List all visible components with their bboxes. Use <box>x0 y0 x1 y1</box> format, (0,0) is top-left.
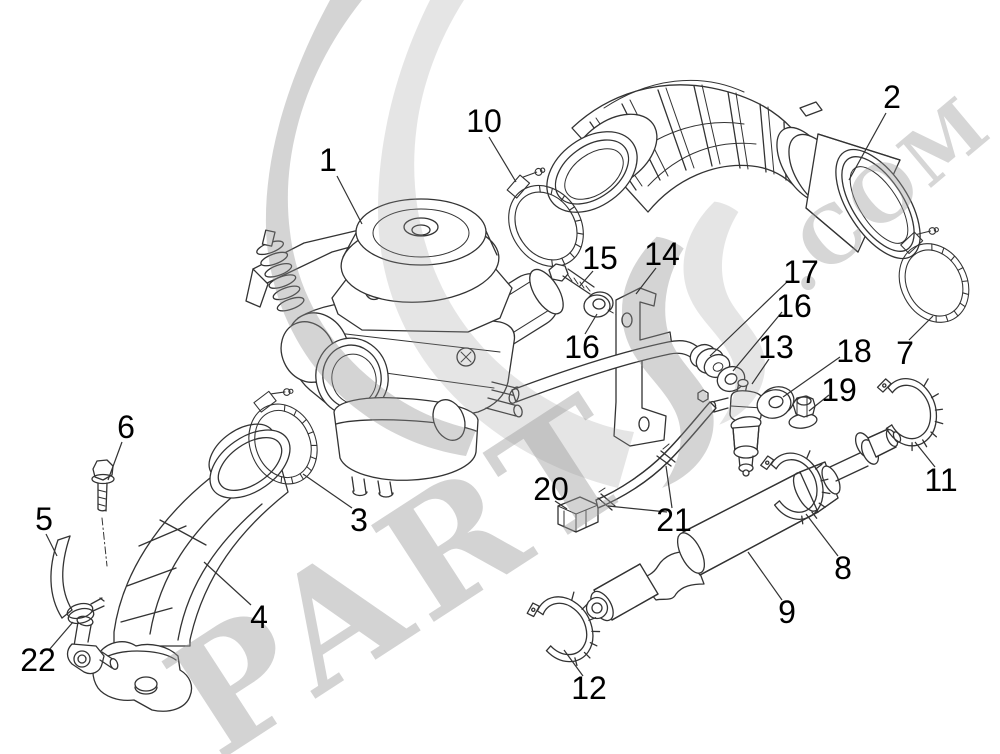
callout-number-13: 13 <box>758 329 794 365</box>
callout-number-21: 21 <box>656 502 692 538</box>
callout-number-20: 20 <box>533 471 569 507</box>
callout-number-16: 16 <box>776 288 812 324</box>
flange-bolt-drawing <box>91 459 115 567</box>
callout-12: 12 <box>563 649 607 706</box>
callout-number-11: 11 <box>924 462 957 498</box>
callout-number-5: 5 <box>35 501 53 537</box>
callout-6: 6 <box>107 409 135 481</box>
callout-leader-line <box>48 621 74 651</box>
callout-13: 13 <box>751 329 794 385</box>
callout-leader-line <box>554 500 568 510</box>
callout-leader-line <box>782 356 841 398</box>
callout-leader-line <box>808 394 830 412</box>
callout-leader-line <box>732 311 783 372</box>
breather-hose-drawing <box>50 535 73 619</box>
callout-number-7: 7 <box>896 335 914 371</box>
callout-leader-line <box>584 313 598 335</box>
callout-17: 17 <box>709 254 819 357</box>
watermark-flame-light-icon <box>378 0 634 488</box>
washer-18-drawing <box>756 386 795 419</box>
callout-leader-line <box>848 112 887 181</box>
callout-21: 21 <box>607 465 692 538</box>
callout-number-16: 16 <box>564 329 600 365</box>
callout-number-12: 12 <box>571 670 607 706</box>
callout-leader-line <box>563 649 584 677</box>
callout-leader-line <box>914 441 936 468</box>
callout-number-19: 19 <box>821 372 857 408</box>
callout-leader-line <box>665 465 673 509</box>
callout-number-8: 8 <box>834 550 852 586</box>
watermark-flame-dark-icon <box>265 0 476 456</box>
callout-number-4: 4 <box>250 599 268 635</box>
callout-leader-line <box>488 136 517 183</box>
callout-5: 5 <box>35 501 58 557</box>
callout-number-22: 22 <box>20 642 56 678</box>
air-hose-drawing <box>546 79 921 260</box>
callout-leader-line <box>302 473 353 509</box>
carburetor-drawing <box>245 198 564 498</box>
callout-number-18: 18 <box>836 333 872 369</box>
callout-leader-line <box>578 270 594 288</box>
callout-22: 22 <box>20 621 74 678</box>
callout-7: 7 <box>896 315 934 371</box>
callout-leader-line <box>805 513 839 557</box>
callout-leader-line <box>747 551 783 601</box>
callout-19: 19 <box>808 372 857 412</box>
callout-leader-line <box>908 315 934 341</box>
callout-4: 4 <box>203 561 268 635</box>
hose-clip-22-drawing <box>66 597 105 625</box>
nut-19-drawing <box>788 395 818 429</box>
callout-leader-line <box>203 561 252 606</box>
callout-number-2: 2 <box>883 79 901 115</box>
callout-leader-line <box>107 441 123 481</box>
callout-leader-line <box>635 267 657 295</box>
callout-number-10: 10 <box>466 103 502 139</box>
watermark-layer: PART .COM <box>138 0 1000 754</box>
line-art-layer <box>50 79 983 712</box>
callout-number-1: 1 <box>319 142 337 178</box>
callout-leader-line <box>45 533 58 557</box>
callout-number-9: 9 <box>778 594 796 630</box>
callout-20: 20 <box>533 471 569 510</box>
callout-10: 10 <box>466 103 517 183</box>
callout-2: 2 <box>848 79 901 181</box>
callout-3: 3 <box>302 473 368 538</box>
callout-9: 9 <box>747 551 796 630</box>
callout-16: 16 <box>564 313 600 365</box>
callout-11: 11 <box>914 441 958 498</box>
callout-leader-line <box>607 505 668 513</box>
callout-8: 8 <box>805 513 852 586</box>
callout-leader-line <box>751 358 770 385</box>
callout-15: 15 <box>578 240 618 288</box>
callout-number-6: 6 <box>117 409 135 445</box>
callout-18: 18 <box>782 333 872 398</box>
callout-leader-line <box>709 280 789 357</box>
callout-14: 14 <box>635 236 680 295</box>
callout-1: 1 <box>319 142 363 225</box>
callout-16: 16 <box>732 288 812 372</box>
callout-number-3: 3 <box>350 502 368 538</box>
intake-manifold-drawing <box>66 423 291 712</box>
callout-leader-line <box>336 175 363 225</box>
fuel-pipe-assembly-drawing <box>585 428 902 622</box>
callout-number-14: 14 <box>644 236 680 272</box>
callout-number-15: 15 <box>582 240 618 276</box>
callout-number-17: 17 <box>783 254 819 290</box>
